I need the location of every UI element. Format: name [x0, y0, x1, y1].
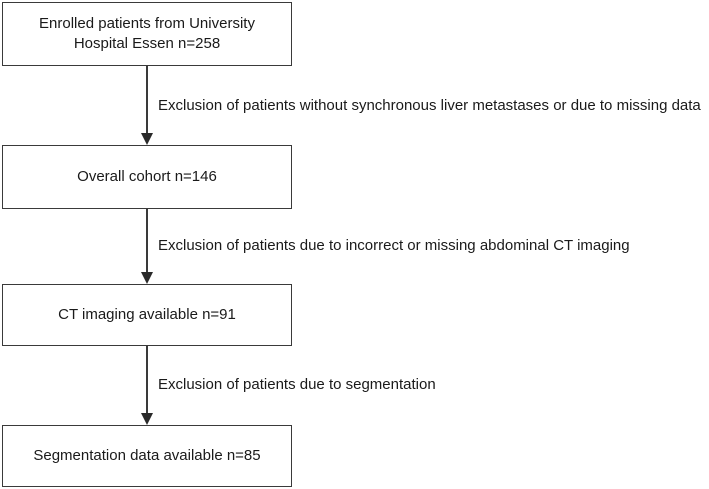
exclusion-note-1: Exclusion of patients without synchronou…: [158, 97, 701, 114]
segmentation-data-box: Segmentation data available n=85: [2, 425, 292, 487]
segmentation-data-label: Segmentation data available n=85: [33, 447, 261, 464]
enrolled-patients-line-2: Hospital Essen n=258: [73, 35, 221, 52]
arrow-down-icon: [141, 133, 153, 145]
overall-cohort-box: Overall cohort n=146: [2, 145, 292, 209]
connector-2: [146, 209, 148, 273]
ct-imaging-label: CT imaging available n=91: [58, 306, 236, 323]
connector-1: [146, 66, 148, 134]
exclusion-note-2: Exclusion of patients due to incorrect o…: [158, 237, 630, 254]
arrow-down-icon: [141, 413, 153, 425]
enrolled-patients-box: Enrolled patients from University Hospit…: [2, 2, 292, 66]
arrow-down-icon: [141, 272, 153, 284]
overall-cohort-label: Overall cohort n=146: [77, 168, 217, 185]
ct-imaging-box: CT imaging available n=91: [2, 284, 292, 346]
exclusion-note-3: Exclusion of patients due to segmentatio…: [158, 376, 436, 393]
enrolled-patients-line-1: Enrolled patients from University: [39, 15, 255, 32]
connector-3: [146, 346, 148, 414]
